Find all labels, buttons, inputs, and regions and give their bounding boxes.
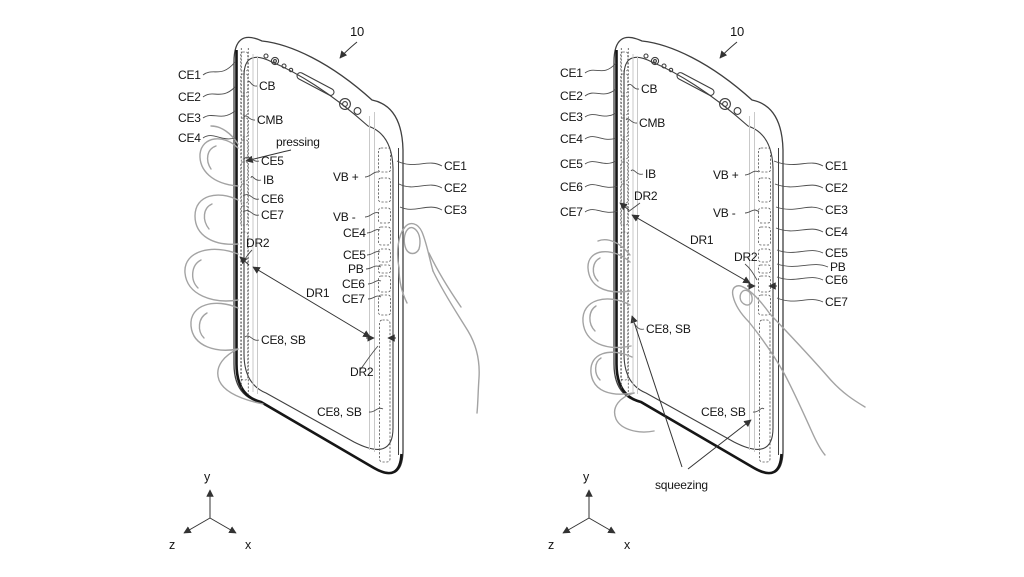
label-ce4-right: CE4 <box>825 225 848 239</box>
label-ce7-inner: CE7 <box>261 208 284 222</box>
label-ce6-right: CE6 <box>825 273 848 287</box>
smartphone-squeezing-view <box>612 36 785 475</box>
label-ib: IB <box>263 173 274 187</box>
measurement-arrows-squeezing-view <box>619 41 777 470</box>
labels-squeezing-view: CE1 CE2 CE3 CE4 CE5 CE6 CE7 CB CMB IB DR… <box>560 24 848 492</box>
label-dr2-lower: DR2 <box>350 365 374 379</box>
label-ce5-left: CE5 <box>560 157 583 171</box>
label-vb-minus: VB - <box>333 210 356 224</box>
label-ce1-left: CE1 <box>560 66 583 80</box>
label-ce3-right: CE3 <box>825 203 848 217</box>
label-ce2-right: CE2 <box>825 181 848 195</box>
label-ce8-sb-right: CE8, SB <box>701 405 746 419</box>
dr1-arrow <box>252 266 371 338</box>
label-ib: IB <box>645 167 656 181</box>
measurement-arrows-pressing-view <box>239 41 396 342</box>
labels-pressing-view: CE1 CE2 CE3 CE4 CB CMB pressing CE5 IB C… <box>178 24 467 419</box>
dr1-arrow <box>631 214 751 284</box>
pressing-arrow <box>245 149 292 164</box>
label-dr2-left: DR2 <box>634 189 658 203</box>
label-ce6-inner: CE6 <box>261 192 284 206</box>
label-ce1-right: CE1 <box>444 159 467 173</box>
axis-x-label: x <box>245 538 252 552</box>
label-ref-10: 10 <box>730 24 744 39</box>
ref-10-arrow <box>719 41 738 59</box>
label-ce6-left: CE6 <box>560 180 583 194</box>
gripping-hand-left-view <box>184 125 264 405</box>
label-dr2-right: DR2 <box>734 250 758 264</box>
axis-y-label: y <box>204 470 211 484</box>
label-ce8-sb-left: CE8, SB <box>261 333 306 347</box>
label-pb: PB <box>830 260 846 274</box>
label-ce3-left: CE3 <box>178 111 201 125</box>
label-cb: CB <box>259 79 275 93</box>
label-ce3-right: CE3 <box>444 203 467 217</box>
label-ce2-left: CE2 <box>178 90 201 104</box>
axis-z-label: z <box>169 538 175 552</box>
label-cb: CB <box>641 82 657 96</box>
squeezing-arrow-left <box>630 315 683 468</box>
label-vb-plus: VB + <box>333 170 359 184</box>
label-ce8-sb-left: CE8, SB <box>646 322 691 336</box>
label-ce2-left: CE2 <box>560 89 583 103</box>
label-pressing: pressing <box>276 135 320 149</box>
label-pb: PB <box>348 262 364 276</box>
label-ce7-left: CE7 <box>560 205 583 219</box>
label-squeezing: squeezing <box>655 478 708 492</box>
label-ce4-left: CE4 <box>178 131 201 145</box>
label-ce3-left: CE3 <box>560 110 583 124</box>
label-dr1: DR1 <box>306 286 330 300</box>
ref-10-arrow <box>339 41 358 59</box>
axis-triad-left: y z x <box>169 470 252 552</box>
label-ce5-inner: CE5 <box>261 154 284 168</box>
label-ce4-right: CE4 <box>343 226 366 240</box>
label-dr1: DR1 <box>690 233 714 247</box>
label-ce2-right: CE2 <box>444 181 467 195</box>
label-ref-10: 10 <box>350 24 364 39</box>
label-cmb: CMB <box>639 116 665 130</box>
label-ce1-left: CE1 <box>178 68 201 82</box>
label-cmb: CMB <box>257 113 283 127</box>
label-vb-plus: VB + <box>713 168 739 182</box>
label-ce7-right: CE7 <box>342 292 365 306</box>
axis-z-label: z <box>548 538 554 552</box>
axis-y-label: y <box>583 470 590 484</box>
label-ce4-left: CE4 <box>560 132 583 146</box>
label-ce1-right: CE1 <box>825 159 848 173</box>
label-dr2-upper: DR2 <box>246 236 270 250</box>
leader-lines-squeezing-view <box>584 62 829 413</box>
label-ce5-right: CE5 <box>343 248 366 262</box>
label-ce8-sb-right: CE8, SB <box>317 405 362 419</box>
axis-x-label: x <box>624 538 631 552</box>
squeezing-hand <box>582 239 866 456</box>
label-ce7-right: CE7 <box>825 295 848 309</box>
squeezing-arrow-right <box>687 419 752 470</box>
pressing-finger-hand <box>396 222 480 414</box>
label-vb-minus: VB - <box>713 206 736 220</box>
leader-lines-pressing-view <box>202 61 443 413</box>
axis-triad-right: y z x <box>548 470 631 552</box>
label-ce6-right: CE6 <box>342 277 365 291</box>
label-ce5-right: CE5 <box>825 246 848 260</box>
